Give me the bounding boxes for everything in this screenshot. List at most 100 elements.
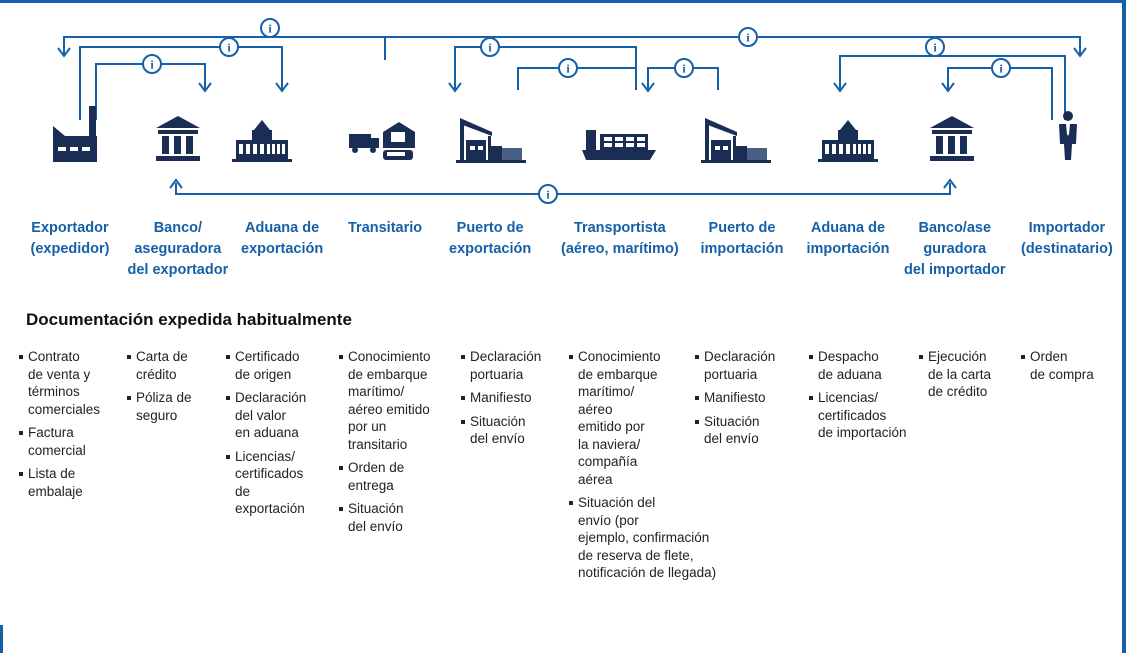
doc-item-line: transitario xyxy=(348,436,408,452)
actor-label: Banco/aseguradora del exportador xyxy=(128,218,229,281)
arrow-head xyxy=(941,82,955,93)
actor-label-line: Banco/ xyxy=(153,220,203,236)
doc-item-line: de embarque xyxy=(578,366,658,382)
connector-top xyxy=(63,36,1081,55)
doc-item-line: Factura xyxy=(28,425,74,440)
info-icon: i xyxy=(219,37,239,57)
svg-text:i: i xyxy=(999,62,1003,76)
doc-item-line: seguro xyxy=(136,407,178,423)
doc-item-line: de xyxy=(235,483,251,499)
actor-label: Importador (destinatario) xyxy=(1021,218,1113,260)
svg-text:i: i xyxy=(566,62,570,76)
doc-item-line: certificados xyxy=(235,466,304,481)
bank-icon xyxy=(156,116,200,161)
info-icon: i xyxy=(538,184,558,204)
actor-label-line: (destinatario) xyxy=(1021,241,1113,257)
doc-item-line: ejemplo, confirmación xyxy=(578,530,710,545)
doc-item-line: emitido por xyxy=(578,419,645,434)
doc-item-line: Certificado xyxy=(235,349,300,364)
doc-item-line: de aduana xyxy=(818,366,882,382)
actor-label-line: importación xyxy=(806,241,890,257)
arrow-head xyxy=(448,82,462,93)
actor-label-line: (expedidor) xyxy=(30,241,110,257)
actor-label-line: del importador xyxy=(904,262,1006,278)
actor-label-line: (aéreo, marítimo) xyxy=(561,241,679,257)
doc-item-line: en aduana xyxy=(235,425,299,440)
doc-item-line: envío (por xyxy=(578,512,639,528)
doc-item-line: Situación del xyxy=(578,495,656,510)
container-ship-icon xyxy=(582,130,656,160)
port-crane-icon xyxy=(701,118,771,163)
connector-bottom xyxy=(175,183,951,195)
connector-exporter-customs xyxy=(79,46,283,120)
svg-text:i: i xyxy=(746,31,750,45)
forwarder-icon xyxy=(349,122,415,160)
doc-item-line: Lista de xyxy=(28,466,76,481)
factory-icon xyxy=(53,106,97,162)
doc-item-line: Conocimiento xyxy=(578,349,661,364)
doc-item: Situación del envío (por ejemplo, confirma… xyxy=(568,494,716,582)
doc-item-line: Póliza de xyxy=(136,390,192,405)
doc-item-line: del envío xyxy=(470,431,525,446)
svg-text:i: i xyxy=(488,41,492,55)
doc-item-line: de compra xyxy=(1030,366,1094,382)
svg-text:i: i xyxy=(150,58,154,72)
arrow-head xyxy=(169,178,183,189)
info-icon: i xyxy=(558,58,578,78)
customs-building-icon xyxy=(232,120,292,162)
actor-label-line: del exportador xyxy=(127,262,229,278)
actor-label-line: Banco/ase xyxy=(918,220,992,236)
arrow-head xyxy=(1073,47,1087,58)
actor-label-line: aseguradora xyxy=(134,241,222,257)
actor-label-line: Exportador xyxy=(31,220,109,236)
doc-item-line: certificados xyxy=(818,407,887,423)
doc-item-line: exportación xyxy=(235,501,305,516)
doc-item-line: de la carta xyxy=(928,366,992,382)
info-icon: i xyxy=(738,27,758,47)
arrow-head xyxy=(641,82,655,93)
doc-item-line: Declaración xyxy=(704,349,776,364)
svg-text:i: i xyxy=(268,22,272,36)
docs-title: Documentación expedida habitualmente xyxy=(26,310,352,329)
doc-item-line: comerciales xyxy=(28,401,101,417)
doc-item-line: portuaria xyxy=(470,366,524,382)
doc-item-line: aéreo xyxy=(578,401,613,417)
doc-item-line: la naviera/ xyxy=(578,436,641,452)
actor-label-line: Aduana de xyxy=(245,220,320,236)
connector-customs-importer xyxy=(839,55,1066,120)
doc-item-line: aérea xyxy=(578,471,613,487)
doc-item-line: Carta de xyxy=(136,349,188,364)
doc-item: Manifiesto xyxy=(460,389,541,407)
doc-item-line: Contrato xyxy=(28,349,80,364)
actor-label: Exportador (expedidor) xyxy=(31,218,110,260)
doc-item-line: comercial xyxy=(28,442,86,458)
doc-item-line: Manifiesto xyxy=(470,390,532,405)
doc-item-line: del envío xyxy=(348,518,403,534)
info-icon: i xyxy=(674,58,694,78)
actor-label-line: Puerto de xyxy=(708,220,776,236)
actor-label-line: Importador xyxy=(1028,220,1106,236)
doc-item-line: de reserva de flete, xyxy=(578,547,694,563)
doc-item: Póliza de seguro xyxy=(126,389,192,424)
doc-item-line: del envío xyxy=(704,431,759,446)
